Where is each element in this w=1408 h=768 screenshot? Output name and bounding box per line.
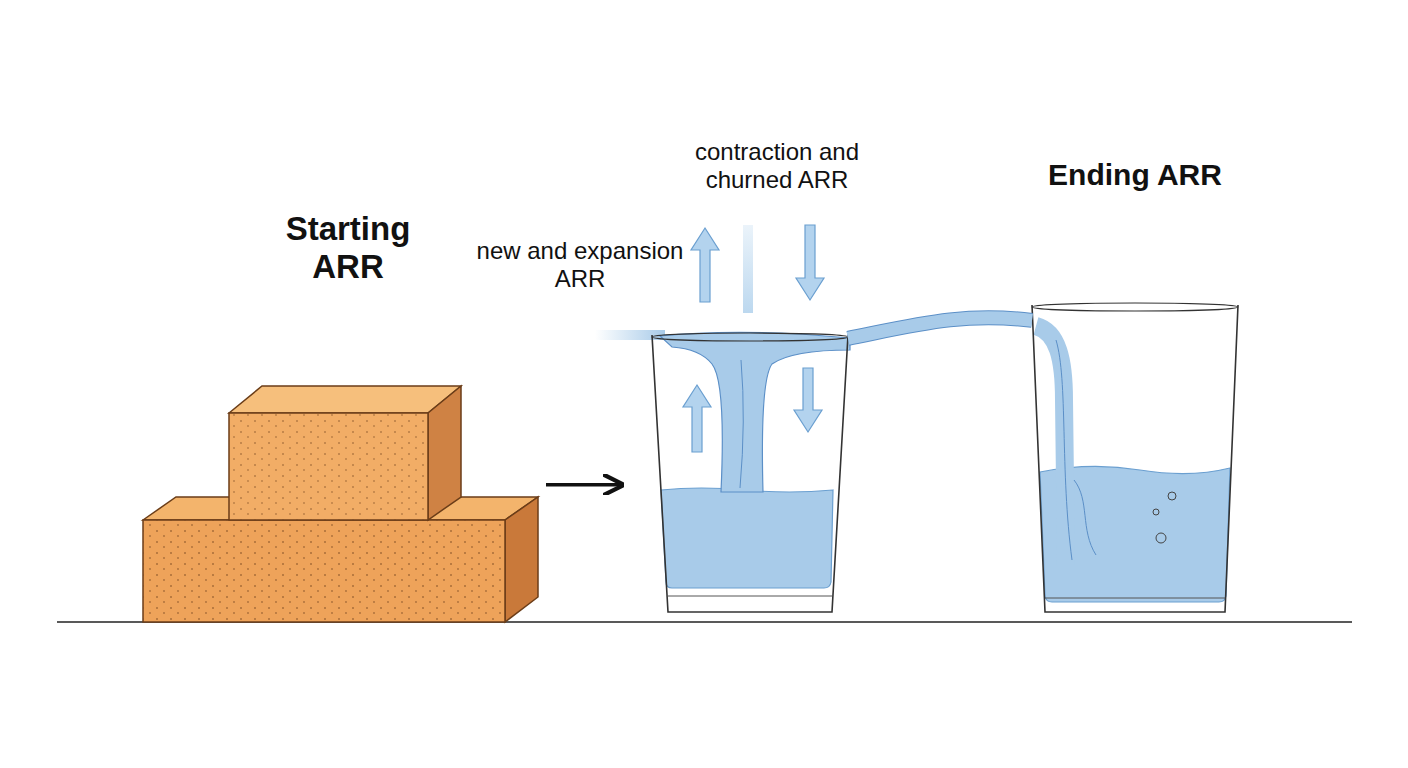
brick-top <box>229 386 461 520</box>
inflow-arrow <box>683 385 711 452</box>
ending-glass: Ending ARR <box>1032 305 1238 612</box>
starting-brick-stack: Starting ARR <box>143 386 538 622</box>
node-heading: Starting ARR <box>268 210 428 286</box>
ending-glass <box>1032 303 1238 612</box>
outflow-arrow <box>796 225 824 300</box>
middle-glass <box>652 332 850 612</box>
flow-label: new and expansion ARR <box>470 237 690 292</box>
water-stream <box>848 318 1032 339</box>
stream-body <box>848 318 1032 339</box>
flow-label: contraction and churned ARR <box>657 138 897 193</box>
node-heading: Ending ARR <box>1015 158 1255 193</box>
inflow-band <box>595 330 665 340</box>
stream-outline <box>848 318 1032 339</box>
flow-glass: new and expansion ARRcontraction and chu… <box>652 335 848 612</box>
outflow-arrow <box>794 368 822 432</box>
flow-arrow <box>546 484 622 485</box>
inflow-arrow <box>691 228 719 302</box>
flow-bar <box>743 225 753 313</box>
arrow-line <box>546 483 622 487</box>
